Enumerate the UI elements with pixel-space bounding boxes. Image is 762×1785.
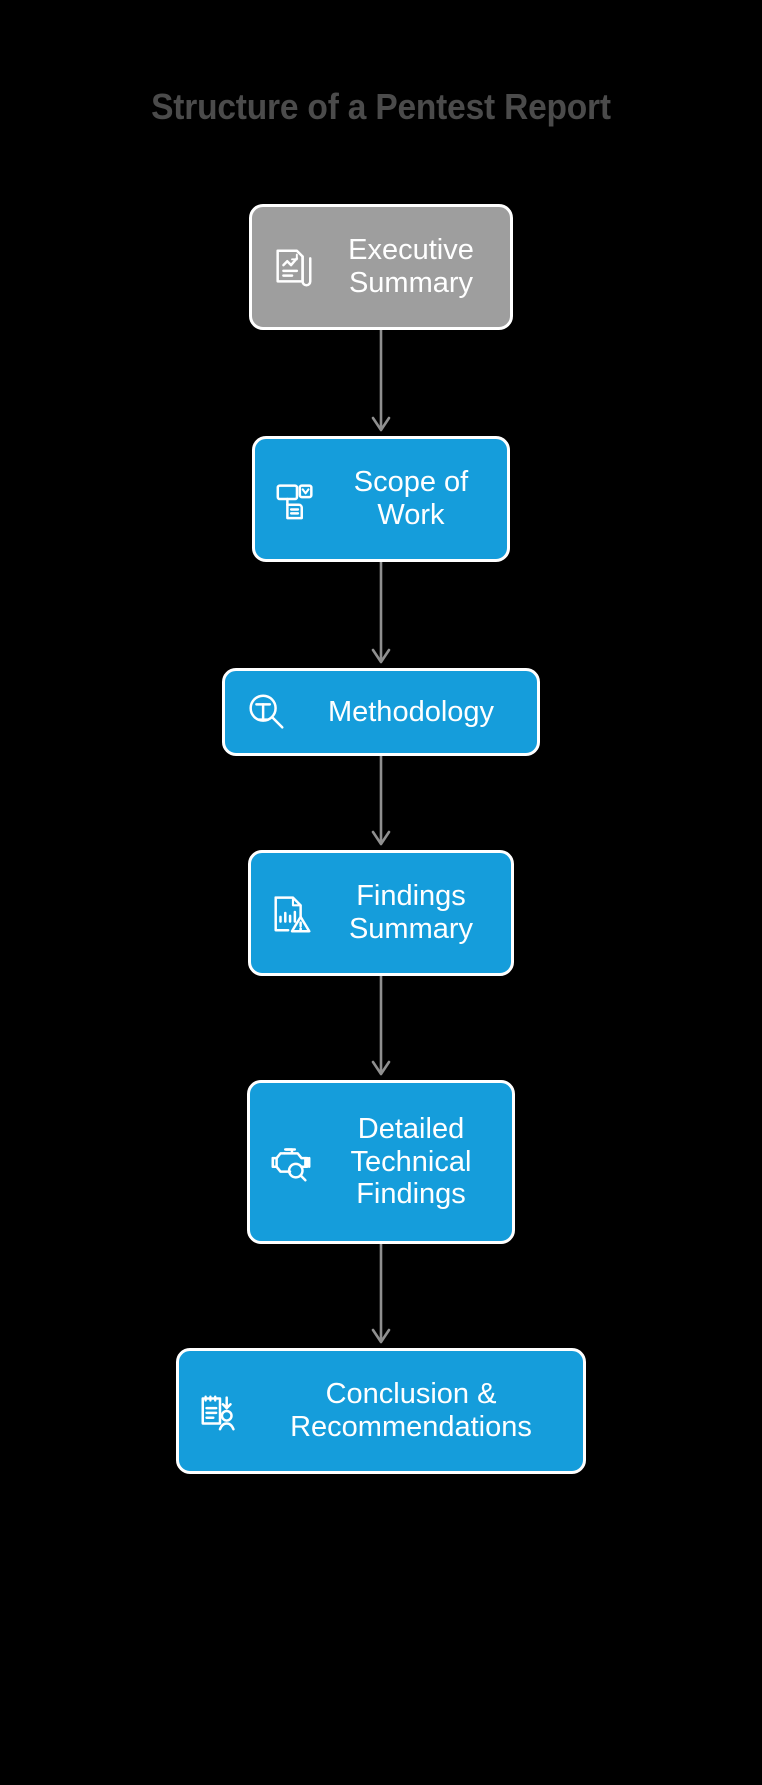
connector-arrow-5 bbox=[366, 1244, 396, 1348]
flowchart-column: Executive Summary Sco bbox=[0, 204, 762, 1474]
flow-node-label: Conclusion & Recommendations bbox=[290, 1378, 532, 1443]
connector-arrow-1 bbox=[366, 330, 396, 436]
flow-node-detailed-technical-findings[interactable]: Detailed Technical Findings bbox=[247, 1080, 515, 1244]
connector-arrow-2 bbox=[366, 562, 396, 668]
flow-node-label: Methodology bbox=[327, 695, 495, 728]
flow-node-conclusion-recommendations[interactable]: Conclusion & Recommendations bbox=[176, 1348, 586, 1474]
magnifier-testing-icon bbox=[243, 689, 289, 735]
connector-arrow-3 bbox=[366, 756, 396, 850]
connector-arrow-4 bbox=[366, 976, 396, 1080]
flow-node-methodology[interactable]: Methodology bbox=[222, 668, 540, 756]
page-title: Structure of a Pentest Report bbox=[151, 86, 611, 127]
flow-node-label: Findings Summary bbox=[348, 880, 474, 945]
report-chart-document-icon bbox=[270, 244, 316, 290]
engine-inspection-magnifier-icon bbox=[268, 1139, 314, 1185]
flow-node-scope-of-work[interactable]: Scope of Work bbox=[252, 436, 510, 562]
flow-node-label: Scope of Work bbox=[353, 466, 469, 531]
flow-node-executive-summary[interactable]: Executive Summary bbox=[249, 204, 513, 330]
clipboard-person-arrow-icon bbox=[197, 1388, 243, 1434]
flow-node-findings-summary[interactable]: Findings Summary bbox=[248, 850, 514, 976]
scope-document-screen-icon bbox=[273, 476, 319, 522]
flow-node-label: Detailed Technical Findings bbox=[350, 1112, 472, 1211]
flow-node-label: Executive Summary bbox=[348, 234, 474, 299]
document-barchart-warning-icon bbox=[269, 890, 315, 936]
